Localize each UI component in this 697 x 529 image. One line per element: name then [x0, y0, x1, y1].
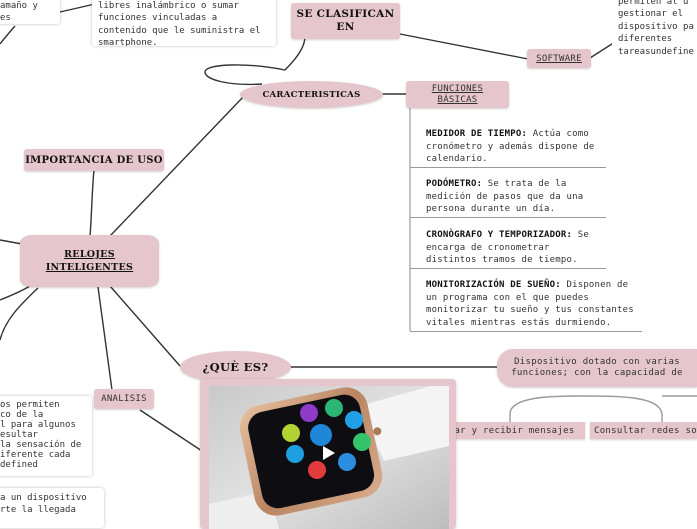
node-caracteristicas[interactable]: CARACTERISTICAS [240, 81, 383, 108]
node-software[interactable]: SOFTWARE [527, 49, 591, 68]
node-label: IMPORTANCIA DE USO [25, 154, 163, 166]
node-relojes-inteligentes[interactable]: RELOJES INTELIGENTES [20, 235, 159, 287]
funcion-title: PODÓMETRO: [426, 179, 483, 189]
card-text: permiten al u gestionar el dispositivo p… [618, 0, 694, 57]
node-que-es[interactable]: ¿QUÈ ES? [180, 351, 291, 383]
node-label: FUNCIONES BÁSICAS [431, 83, 484, 105]
card-text: a un dispositivo rte la llegada [0, 493, 87, 516]
app-icons [282, 399, 371, 479]
node-label: CARACTERISTICAS [262, 89, 361, 100]
list-divider [410, 268, 606, 269]
node-consultar-redes[interactable]: Consultar redes so [590, 422, 697, 439]
funcion-text: Se trata de la medición de pasos que da … [426, 179, 584, 215]
partial-card-bottom-left: os permiten co de la l para algunos esul… [0, 396, 92, 476]
list-divider [410, 331, 642, 332]
list-divider [410, 167, 606, 168]
node-label: RELOJES INTELIGENTES [45, 249, 134, 273]
node-label: Consultar redes so [594, 425, 697, 436]
smartwatch-thumbnail[interactable] [209, 386, 449, 529]
funcion-title: MEDIDOR DE TIEMPO: [426, 129, 528, 139]
node-importancia-de-uso[interactable]: IMPORTANCIA DE USO [24, 149, 164, 171]
funcion-item: MONITORIZACIÓN DE SUEÑO: Disponen de un … [426, 279, 641, 329]
funcion-text: Se encarga de cronometrar distintos tram… [426, 230, 589, 266]
node-label: ¿QUÈ ES? [202, 360, 269, 374]
funcion-text: Disponen de un programa con el que puede… [426, 280, 634, 328]
node-label: SE CLASIFICAN EN [296, 8, 395, 33]
node-se-clasifican[interactable]: SE CLASIFICAN EN [291, 3, 400, 39]
node-funciones-basicas[interactable]: FUNCIONES BÁSICAS [406, 81, 509, 108]
funcion-item: CRONÒGRAFO Y TEMPORIZADOR: Se encarga de… [426, 229, 601, 267]
list-divider [410, 217, 606, 218]
node-label: Dispositivo dotado con varias funciones;… [511, 357, 683, 378]
card-text: amaño y es [0, 1, 38, 24]
node-label: ANALISIS [101, 394, 147, 404]
info-card-top-center: libres inalámbrico o sumar funciones vin… [92, 0, 276, 46]
funcion-title: MONITORIZACIÓN DE SUEÑO: [426, 280, 561, 290]
node-label: ar y recibir mensajes [454, 425, 575, 436]
node-enviar-mensajes[interactable]: ar y recibir mensajes [444, 422, 585, 439]
card-text: libres inalámbrico o sumar funciones vin… [98, 1, 261, 46]
node-video[interactable] [200, 379, 456, 529]
card-text: os permiten co de la l para algunos esul… [0, 400, 82, 470]
node-definicion[interactable]: Dispositivo dotado con varias funciones;… [497, 349, 697, 387]
funciones-list: MEDIDOR DE TIEMPO: Actúa como cronómetro… [420, 124, 634, 334]
partial-card-top-right: permiten al u gestionar el dispositivo p… [612, 0, 697, 58]
play-icon[interactable] [323, 446, 335, 460]
partial-card-bottom-left-2: a un dispositivo rte la llegada [0, 488, 104, 528]
partial-card-top-left: amaño y es [0, 0, 60, 24]
funcion-text: Actúa como cronómetro y además dispone d… [426, 129, 595, 165]
funcion-title: CRONÒGRAFO Y TEMPORIZADOR: [426, 230, 573, 240]
funcion-item: MEDIDOR DE TIEMPO: Actúa como cronómetro… [426, 128, 601, 166]
funcion-item: PODÓMETRO: Se trata de la medición de pa… [426, 178, 596, 216]
node-analisis[interactable]: ANALISIS [94, 389, 154, 409]
node-label: SOFTWARE [536, 53, 582, 64]
